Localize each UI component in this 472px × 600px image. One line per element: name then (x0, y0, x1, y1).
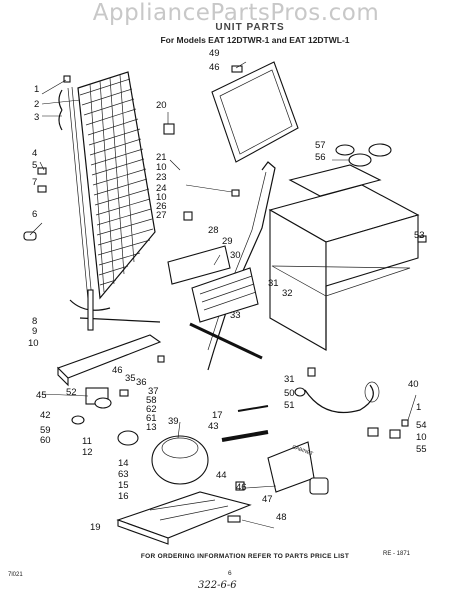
part-label: 26 (156, 201, 167, 212)
part-label: 3 (34, 112, 39, 123)
part-label: 2 (34, 99, 39, 110)
part-label: 23 (156, 172, 167, 183)
part-label: 19 (90, 522, 101, 533)
cabinet-bracket (267, 441, 329, 495)
drain-tube (79, 289, 161, 331)
fan-motor-assembly (71, 387, 129, 425)
part-label: 45 (36, 390, 47, 401)
filter-panel (167, 245, 259, 323)
part-label: 46 (209, 62, 220, 73)
part-label: 56 (315, 152, 326, 163)
part-label: 6 (32, 209, 37, 220)
part-label: 53 (414, 230, 425, 241)
part-label: 61 (146, 413, 157, 424)
defrost-heater (221, 405, 269, 442)
part-label: 10 (28, 338, 39, 349)
part-label: 20 (156, 100, 167, 111)
part-label: 32 (282, 288, 293, 299)
part-label: 17 (212, 410, 223, 421)
part-label: 4 (32, 148, 37, 159)
part-label: 14 (118, 458, 129, 469)
part-label: 9 (32, 326, 37, 337)
part-label: 5 (32, 160, 37, 171)
control-knobs (335, 143, 392, 167)
part-label: 57 (315, 140, 326, 151)
compressor (117, 430, 209, 485)
part-label: 31 (284, 374, 295, 385)
switch-parts (367, 419, 409, 439)
leader-lines (29, 61, 425, 529)
part-label: 55 (416, 444, 427, 455)
part-label: 46 (112, 365, 123, 376)
part-label: 12 (82, 447, 93, 458)
part-label: 35 (125, 373, 136, 384)
evaporator-tube (207, 161, 276, 371)
orifice-bar (189, 322, 263, 360)
part-label: 15 (118, 480, 129, 491)
power-cord (294, 381, 380, 414)
part-label: 10 (156, 192, 167, 203)
page-number: 6 (228, 570, 232, 577)
part-label: 58 (146, 395, 157, 406)
part-label: 1 (34, 84, 39, 95)
condenser-coil (58, 71, 156, 311)
part-label: 31 (268, 278, 279, 289)
diagram-subtitle: For Models EAT 12DTWR-1 and EAT 12DTWL-1 (160, 35, 350, 45)
part-label: 29 (222, 236, 233, 247)
part-label: 42 (40, 410, 51, 421)
part-label: 54 (416, 420, 427, 431)
part-label: 28 (208, 225, 219, 236)
part-label: 33 (230, 310, 241, 321)
part-label: 11 (82, 436, 92, 447)
base-plate (116, 491, 252, 545)
part-label: 49 (209, 48, 220, 59)
window-frame (211, 61, 299, 163)
part-label: 62 (146, 404, 157, 415)
part-label: 43 (208, 421, 219, 432)
part-label: 27 (156, 210, 167, 221)
part-label: 52 (66, 387, 77, 398)
part-label: 59 (40, 425, 51, 436)
drain-pan (56, 334, 162, 387)
part-label: 16 (118, 491, 129, 502)
part-label: 46 (236, 482, 247, 493)
part-label: 39 (168, 416, 179, 427)
part-label: 13 (146, 422, 157, 433)
part-label: 44 (216, 470, 227, 481)
watermark: AppliancePartsPros.com (92, 0, 380, 26)
revision-code: RE - 1871 (383, 551, 411, 557)
part-label: 24 (156, 183, 167, 194)
part-label: 8 (32, 316, 37, 327)
part-label: 10 (416, 432, 427, 443)
part-label: 7 (32, 177, 37, 188)
part-label: 51 (284, 400, 295, 411)
part-label: 50 (284, 388, 295, 399)
evaporator-housing (268, 164, 420, 351)
ordering-info: FOR ORDERING INFORMATION REFER TO PARTS … (140, 553, 350, 560)
part-label: 30 (230, 250, 241, 261)
part-label: 36 (136, 377, 147, 388)
diagram-code: 7l021 (8, 572, 23, 578)
part-label: 37 (148, 386, 159, 397)
part-label: 10 (156, 162, 167, 173)
handwritten-note: 322-6-6 (198, 580, 237, 591)
part-label: 48 (276, 512, 287, 523)
part-label: 40 (408, 379, 419, 390)
part-label: 21 (156, 152, 167, 163)
part-label: 63 (118, 469, 129, 480)
part-label: 1 (416, 402, 421, 413)
part-label: 47 (262, 494, 273, 505)
part-label: 60 (40, 435, 51, 446)
diagram-title: UNIT PARTS (215, 22, 285, 33)
screws (23, 65, 427, 523)
